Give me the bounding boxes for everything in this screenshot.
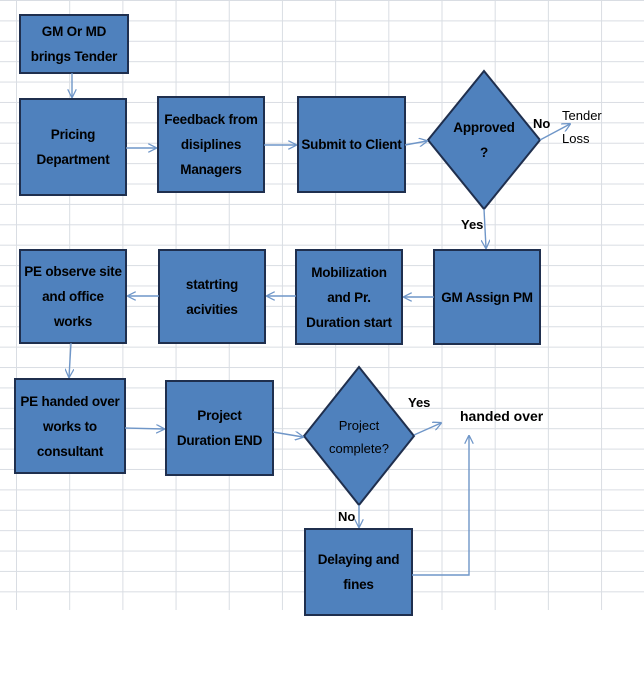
box-submit — [297, 96, 406, 193]
box-duration-end — [165, 380, 274, 476]
decision-complete-label: Project complete? — [329, 418, 389, 456]
arrow-handed-to-end — [124, 428, 164, 429]
box-gm-assign-text-wrap: GM Assign PM — [434, 250, 540, 344]
decision-complete-text-wrap: Project complete? — [314, 402, 404, 472]
box-starting-text-wrap: statrting acivities — [159, 250, 265, 343]
box-delaying-text-wrap: Delaying and fines — [305, 529, 412, 615]
box-mobilization-text-wrap: Mobilization and Pr. Duration start — [296, 250, 402, 344]
arrow-submit-to-approved — [404, 141, 427, 145]
box-gm-assign — [433, 249, 541, 345]
label-yes-approved: Yes — [461, 217, 484, 232]
box-gm-assign-label: GM Assign PM — [441, 289, 533, 305]
box-feedback-label: Feedback from disiplines Managers — [164, 112, 258, 177]
box-mobilization — [295, 249, 403, 345]
arrow-delaying-to-handed-over — [412, 436, 469, 576]
box-feedback — [157, 96, 265, 193]
arrow-approved-to-loss — [539, 124, 570, 141]
box-gm-tender-text-wrap: GM Or MD brings Tender — [20, 15, 128, 73]
box-pe-observe-text-wrap: PE observe site and office works — [20, 250, 126, 343]
arrow-observe-to-handed — [69, 342, 71, 377]
box-pe-observe — [19, 249, 127, 344]
box-submit-text-wrap: Submit to Client — [298, 97, 405, 192]
box-duration-end-label: Project Duration END — [176, 408, 263, 448]
box-delaying — [304, 528, 413, 616]
box-duration-end-text-wrap: Project Duration END — [166, 381, 273, 475]
box-pricing-label: Pricing Department — [36, 127, 110, 167]
box-pe-handed-label: PE handed over works to consultant — [20, 393, 120, 459]
box-gm-tender-label: GM Or MD brings Tender — [30, 24, 118, 64]
arrow-approved-to-assign — [484, 208, 486, 248]
box-pe-observe-label: PE observe site and office works — [24, 264, 122, 329]
box-submit-label: Submit to Client — [301, 137, 402, 152]
label-no-approved: No — [533, 116, 551, 131]
decision-approved-label: Approved ? — [453, 120, 515, 160]
box-mobilization-label: Mobilization and Pr. Duration start — [306, 264, 392, 330]
box-pe-handed — [14, 378, 126, 474]
box-pricing — [19, 98, 127, 196]
arrow-end-to-complete — [272, 432, 303, 437]
box-starting-label: statrting acivities — [185, 276, 239, 317]
label-handed-over: handed over — [460, 408, 544, 424]
box-gm-tender — [19, 14, 129, 74]
label-tender-loss: Tender Loss — [562, 108, 602, 146]
label-no-complete: No — [338, 509, 356, 524]
box-pe-handed-text-wrap: PE handed over works to consultant — [15, 379, 125, 473]
box-feedback-text-wrap: Feedback from disiplines Managers — [158, 97, 264, 192]
box-delaying-label: Delaying and fines — [317, 552, 400, 592]
box-starting — [158, 249, 266, 344]
label-yes-complete: Yes — [408, 395, 431, 410]
decision-approved-text-wrap: Approved ? — [438, 105, 530, 175]
box-pricing-text-wrap: Pricing Department — [20, 99, 126, 195]
arrow-complete-to-handed-over — [413, 423, 441, 436]
